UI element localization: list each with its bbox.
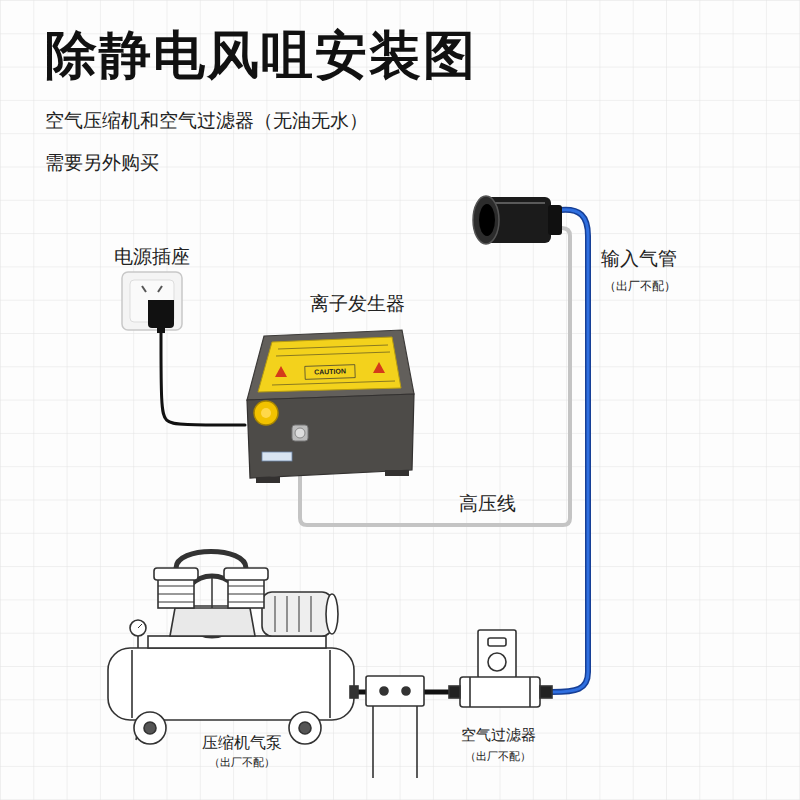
filter-body — [460, 677, 540, 707]
generator-foot — [256, 477, 280, 483]
cylinder-fins — [158, 586, 194, 602]
label-holder: （出厂不配） — [640, 279, 712, 293]
air-nozzle — [473, 196, 562, 244]
filter-fitting — [540, 686, 552, 698]
cylinder-head — [154, 568, 198, 580]
annotation: 需要另外购买 — [45, 152, 159, 175]
filter-band — [529, 677, 531, 707]
component-note: （出厂不配） — [209, 756, 275, 769]
nozzle-cap — [548, 205, 562, 235]
annotation: 空气压缩机和空气过滤器（无油无水） — [45, 110, 368, 133]
ion-generator-drawing — [247, 330, 414, 483]
label-holder: 需要另外购买 — [45, 152, 159, 175]
nozzle-mouth — [473, 196, 499, 244]
annotation: （出厂不配） — [604, 279, 676, 293]
outlet-plate — [122, 272, 182, 330]
knob-cap — [261, 408, 271, 418]
filter-fitting — [449, 686, 460, 698]
power-outlet: 电源插座 — [105, 244, 200, 332]
warning-plate — [258, 337, 401, 392]
bracket-hole — [402, 687, 410, 695]
crankcase — [170, 608, 255, 636]
nozzle-highlight — [495, 202, 545, 204]
component-label: 压缩机气泵 — [202, 733, 282, 752]
annotation: 高压线 — [459, 493, 516, 516]
title-holder: 除静电风咀安装图 — [45, 24, 477, 86]
base-plate — [148, 636, 326, 648]
filter-hole — [488, 653, 506, 671]
ion-generator: 离子发生器 — [245, 290, 417, 482]
label-holder: CAUTION — [330, 368, 362, 376]
gauge-needle — [138, 624, 142, 628]
power-knob — [254, 401, 278, 425]
nozzle-hole — [479, 204, 495, 236]
outlet-fitting — [350, 686, 358, 698]
warning-triangle — [373, 362, 385, 373]
bracket-hole — [380, 687, 388, 695]
air-filter: 空气过滤器 （出厂不配） — [448, 622, 552, 772]
hv-terminal — [292, 425, 308, 441]
plate-print — [276, 352, 390, 356]
caution-frame — [305, 365, 355, 380]
tank-seam — [329, 650, 331, 718]
motor-fins — [275, 596, 311, 632]
wheel-hub — [144, 722, 156, 734]
cylinder-head — [224, 568, 268, 580]
annotation: 输入气管 — [601, 248, 677, 271]
wheel — [289, 712, 321, 744]
plug — [148, 300, 174, 328]
tank-seam — [131, 650, 133, 718]
warning-triangle — [275, 366, 287, 377]
tank — [108, 648, 354, 720]
plug-strain-relief — [157, 326, 165, 333]
plate-print — [272, 381, 395, 385]
pressure-gauge — [130, 620, 146, 636]
outlet-slot — [142, 286, 146, 292]
valve-bracket — [366, 676, 424, 778]
air-tube — [552, 210, 588, 692]
cylinder — [158, 578, 194, 608]
diagram-title: 除静电风咀安装图 — [45, 24, 477, 86]
wall-outlet — [122, 272, 182, 333]
serial-sticker — [262, 452, 292, 461]
generator-top — [247, 330, 414, 400]
wheel-hub — [299, 722, 311, 734]
air-compressor: 压缩机气泵 （出厂不配） — [100, 555, 358, 777]
bracket-leg — [372, 706, 374, 778]
air-tube-outline — [552, 210, 588, 692]
component-label: 空气过滤器 — [461, 726, 536, 744]
component-label: 离子发生器 — [310, 293, 405, 316]
wheel — [134, 712, 166, 744]
power-cord — [161, 332, 245, 425]
filter-band — [469, 677, 471, 707]
bracket-block — [366, 676, 424, 706]
plate-print — [278, 345, 388, 349]
warning-text: CAUTION — [314, 367, 346, 376]
component-label: 电源插座 — [114, 246, 190, 269]
outlet-slot — [158, 286, 162, 292]
gauge-stem — [137, 636, 139, 648]
label-holder: 空气压缩机和空气过滤器（无油无水） — [45, 110, 368, 133]
generator-foot — [385, 470, 409, 476]
compressor-drawing — [108, 552, 358, 745]
hv-terminal-core — [295, 428, 305, 438]
cylinder-fins — [228, 586, 264, 602]
label-holder: 输入气管 — [639, 248, 715, 271]
label-holder: 高压线 — [487, 493, 544, 516]
transfer-pipe — [176, 552, 246, 569]
generator-front — [247, 394, 414, 478]
motor-cap — [326, 594, 338, 634]
air-filter-drawing — [449, 630, 552, 707]
component-note: （出厂不配） — [465, 750, 531, 763]
cylinder — [228, 578, 264, 608]
filter-top — [478, 630, 516, 678]
bracket-leg — [416, 706, 418, 778]
motor — [262, 592, 332, 636]
filter-slot — [488, 638, 506, 646]
